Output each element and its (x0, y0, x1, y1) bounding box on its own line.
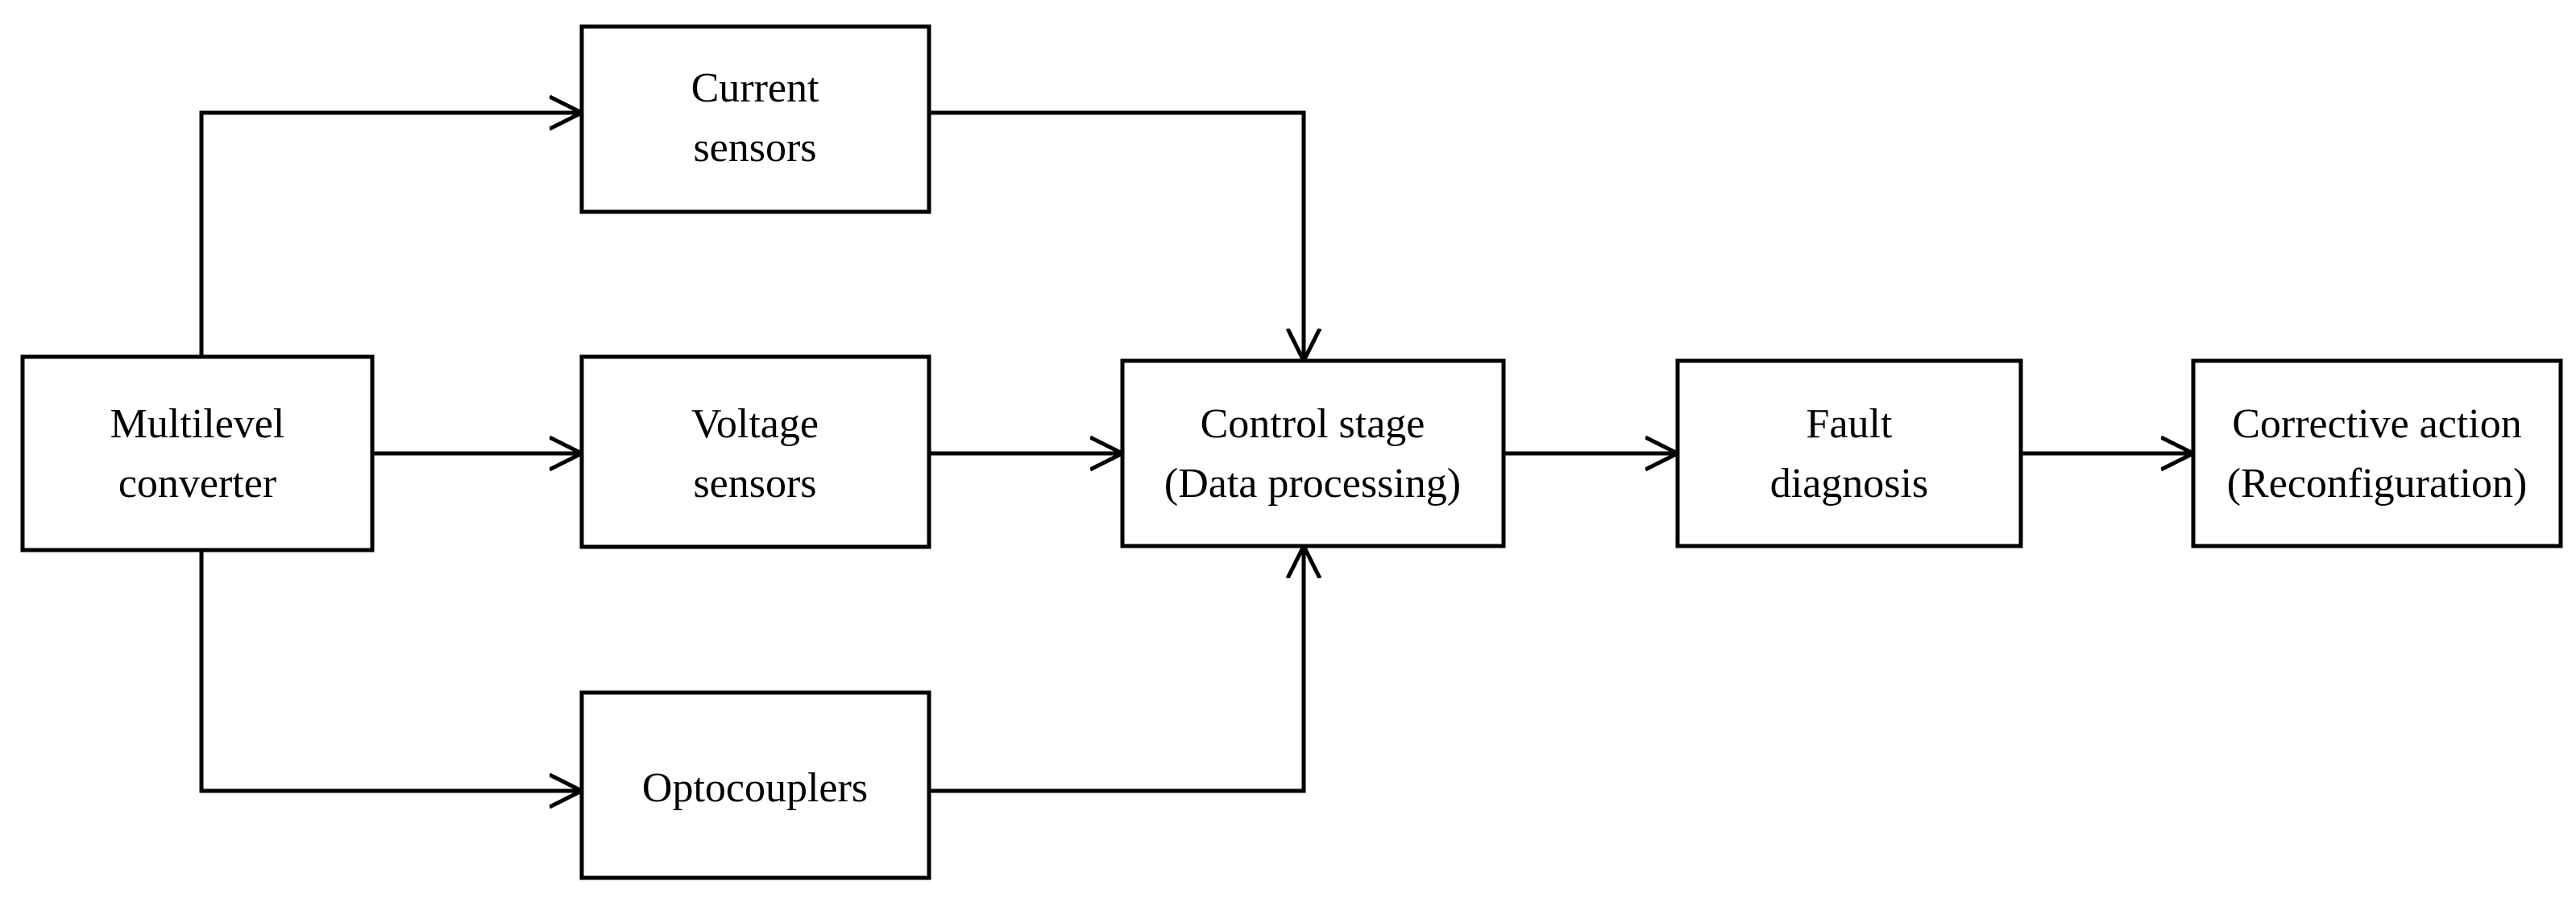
fault-diagnosis-label-line2: diagnosis (1770, 461, 1928, 507)
voltage-sensors-label-line2: sensors (693, 461, 816, 507)
control-stage-label-line1: Control stage (1201, 401, 1425, 447)
arrow-current-sensors-to-control-stage (929, 110, 1304, 361)
block-control-stage: Control stage (Data processing) (1120, 358, 1506, 548)
voltage-sensors-label-line1: Voltage (691, 401, 819, 447)
corrective-action-label-line1: Corrective action (2232, 401, 2522, 447)
fault-diagnosis-label-line1: Fault (1807, 401, 1893, 447)
current-sensors-label-line1: Current (691, 65, 819, 111)
arrow-converter-to-optocouplers (199, 550, 582, 791)
multilevel-converter-label-line1: Multilevel (110, 401, 285, 447)
control-stage-label-line2: (Data processing) (1164, 461, 1461, 507)
connectors (199, 110, 2193, 793)
block-fault-diagnosis: Fault diagnosis (1675, 358, 2023, 548)
multilevel-converter-label-line2: converter (118, 461, 276, 507)
block-current-sensors: Current sensors (579, 24, 931, 214)
block-corrective-action: Corrective action (Reconfiguration) (2191, 358, 2563, 548)
corrective-action-label-line2: (Reconfiguration) (2227, 461, 2528, 507)
arrow-converter-to-current-sensors (199, 113, 582, 357)
current-sensors-label-line2: sensors (693, 125, 816, 171)
block-optocouplers: Optocouplers (579, 690, 931, 880)
optocouplers-label: Optocouplers (642, 765, 868, 811)
block-voltage-sensors: Voltage sensors (579, 354, 931, 549)
arrow-optocouplers-to-control-stage (929, 546, 1304, 793)
block-multilevel-converter: Multilevel converter (20, 354, 375, 552)
